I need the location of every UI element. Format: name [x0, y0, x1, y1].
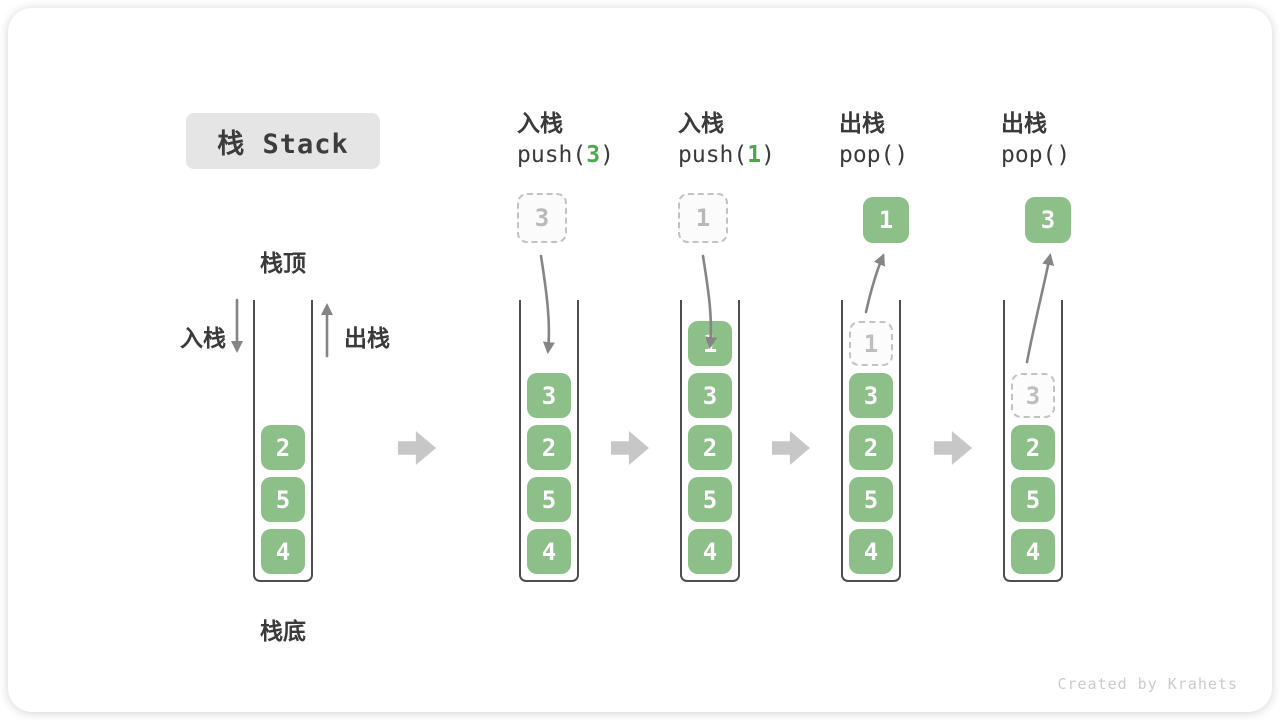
- code-prefix: push(: [678, 142, 748, 168]
- stack-top-label: 栈顶: [260, 250, 306, 276]
- code-prefix: push(: [517, 142, 587, 168]
- operation-label-pop-first: 出栈: [839, 111, 885, 137]
- operation-label-push-1: 入栈: [678, 111, 724, 137]
- stack-item: 2: [688, 425, 732, 470]
- stack-item: 4: [527, 529, 571, 574]
- operation-code-push-1: push(1): [678, 139, 775, 171]
- floating-value-box-pop-second: 3: [1025, 197, 1071, 243]
- stack-item: 2: [1011, 425, 1055, 470]
- stack-item: 5: [1011, 477, 1055, 522]
- stack-item: 1: [688, 321, 732, 366]
- operation-code-pop-first: pop(): [839, 139, 908, 171]
- code-prefix: pop(): [839, 142, 909, 168]
- stack-item: 3: [849, 373, 893, 418]
- pop-direction-label: 出栈: [344, 325, 390, 351]
- stack-item: 4: [1011, 529, 1055, 574]
- stack-item: 4: [688, 529, 732, 574]
- code-argument: 3: [586, 142, 601, 168]
- floating-value-box-push-3: 3: [517, 193, 567, 243]
- stack-item: 4: [261, 529, 305, 574]
- stack-item: 4: [849, 529, 893, 574]
- code-suffix: ): [761, 142, 775, 168]
- stack-item: 2: [527, 425, 571, 470]
- stack-item: 5: [849, 477, 893, 522]
- stack-item: 2: [261, 425, 305, 470]
- stack-item: 5: [527, 477, 571, 522]
- stack-item-ghost: 3: [1011, 373, 1055, 418]
- floating-value-box-push-1: 1: [678, 193, 728, 243]
- stack-bottom-label: 栈底: [260, 618, 306, 644]
- stack-item: 2: [849, 425, 893, 470]
- operation-label-pop-second: 出栈: [1001, 111, 1047, 137]
- code-argument: 1: [747, 142, 762, 168]
- push-direction-label: 入栈: [180, 325, 226, 351]
- stack-item: 5: [261, 477, 305, 522]
- operation-code-pop-second: pop(): [1001, 139, 1070, 171]
- watermark: Created by Krahets: [1057, 675, 1238, 693]
- operation-code-push-3: push(3): [517, 139, 614, 171]
- stack-item: 3: [527, 373, 571, 418]
- stack-item: 5: [688, 477, 732, 522]
- stack-item: 3: [688, 373, 732, 418]
- code-suffix: ): [600, 142, 614, 168]
- code-prefix: pop(): [1001, 142, 1071, 168]
- stack-item-ghost: 1: [849, 321, 893, 366]
- diagram-title: 栈 Stack: [186, 113, 380, 169]
- floating-value-box-pop-first: 1: [863, 197, 909, 243]
- operation-label-push-3: 入栈: [517, 111, 563, 137]
